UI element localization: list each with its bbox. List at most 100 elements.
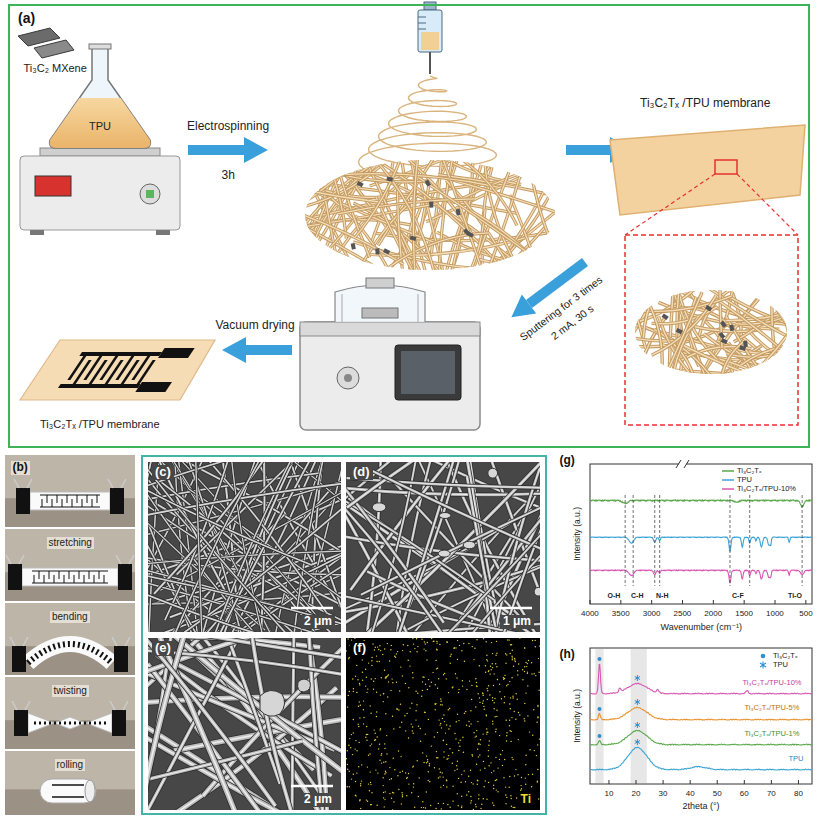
sem-image-part	[350, 747, 351, 748]
sample-photo-part	[82, 499, 83, 507]
sem-image-part	[148, 585, 341, 632]
sem-image-part	[511, 644, 512, 645]
sample-photo-part	[52, 784, 84, 786]
sem-image-part	[450, 656, 451, 657]
sem-image-part	[507, 639, 508, 640]
sem-image-part	[373, 689, 374, 690]
sem-image-part	[371, 660, 372, 661]
sem-image-part	[443, 674, 444, 675]
sem-image-part	[359, 742, 360, 743]
sem-image-part	[381, 755, 382, 756]
sem-image-part	[412, 638, 413, 639]
sem-image-part	[525, 764, 526, 765]
sem-image-part	[441, 727, 442, 728]
sem-image-part	[506, 720, 507, 721]
sem-image-part	[477, 780, 478, 781]
sem-image-part	[471, 782, 472, 783]
sem-image-part	[499, 691, 500, 692]
flask	[50, 44, 151, 148]
sem-image-part	[462, 685, 463, 686]
sem-image-part	[494, 702, 495, 703]
sem-image-part	[370, 804, 371, 805]
scale-bar	[490, 607, 532, 610]
sem-image-part	[352, 754, 353, 755]
mxene-flakes-part	[34, 40, 74, 58]
sem-image-part	[535, 646, 536, 647]
sem-image-part	[353, 732, 354, 733]
sample-photo-part	[129, 555, 134, 564]
sem-image-part	[439, 776, 440, 777]
sem-image-part	[370, 782, 371, 783]
fiber-mat-part	[383, 248, 390, 254]
sem-image-part	[522, 679, 523, 680]
sem-image-part	[420, 741, 421, 742]
sem-image-part	[440, 704, 441, 705]
sample-photo-part	[79, 571, 80, 579]
sem-image-part	[365, 685, 366, 686]
sensor-membrane-part-part	[89, 360, 108, 384]
sem-image-part	[421, 639, 422, 640]
sem-image-part	[387, 696, 388, 697]
sem-image-part	[356, 692, 357, 693]
sem-image-part	[434, 703, 435, 704]
sem-image-part	[438, 803, 439, 804]
sem-image-part	[435, 808, 436, 809]
sem-image-part	[475, 736, 476, 737]
sem-image-part	[411, 703, 412, 704]
sem-image-part	[477, 749, 478, 750]
sem-image-part	[436, 649, 437, 650]
fiber-mat-part	[355, 117, 412, 237]
sem-image-part	[423, 807, 424, 808]
sem-image-part	[493, 685, 494, 686]
axis-title: Intensity (a.u.)	[573, 689, 583, 743]
sem-image-part	[489, 740, 490, 741]
sem-image-part	[537, 717, 538, 718]
fiber-mat-part	[277, 108, 394, 229]
sem-image-part	[491, 642, 492, 643]
sem-image-part	[492, 697, 493, 698]
sem-image-part	[477, 784, 478, 785]
sample-photo	[5, 529, 135, 601]
sem-image-part	[439, 512, 450, 518]
sem-image-part	[362, 680, 363, 681]
sample-photo-part	[42, 499, 43, 507]
sem-image-part	[510, 653, 511, 654]
sem-image-part	[466, 725, 467, 726]
sem-image-part	[401, 803, 402, 804]
sem-image-part	[506, 797, 507, 798]
tick-label: 80	[794, 789, 803, 798]
sem-image-part	[406, 713, 407, 714]
sem-image-part	[496, 779, 497, 780]
sem-image-part	[503, 679, 504, 680]
element-label: Ti	[518, 793, 534, 807]
sputter-coater-part	[342, 294, 343, 322]
ftir-chart-part	[775, 600, 776, 604]
sem-image-part	[517, 670, 518, 671]
sem-image-part	[368, 755, 369, 756]
sem-image-part	[476, 682, 477, 683]
sem-image-part	[536, 755, 537, 756]
sample-photo-part	[89, 571, 90, 579]
sem-image-part	[461, 796, 462, 797]
sem-image-part	[428, 771, 429, 772]
sem-image-part	[362, 672, 363, 673]
xrd-chart-part	[608, 780, 609, 784]
sem-image-part	[534, 673, 535, 674]
xrd-chart-part	[771, 780, 772, 784]
sem-image-part	[480, 808, 481, 809]
sem-image-part	[367, 688, 368, 689]
sem-image-part	[366, 692, 367, 693]
sem-image-part	[512, 696, 513, 697]
sem-image-part	[384, 648, 385, 649]
sem-image-part	[493, 785, 494, 786]
sem-image-part	[497, 791, 498, 792]
sem-image-part	[538, 798, 539, 799]
sem-image-part	[505, 803, 506, 804]
sem-image-part	[377, 736, 378, 737]
sem-image-part	[466, 794, 467, 795]
sample-photo-part	[28, 713, 112, 733]
fiber-mat-part	[471, 139, 531, 313]
ftir-chart-part	[713, 600, 714, 604]
sem-image-part	[415, 691, 416, 692]
sem-image-part	[370, 771, 371, 772]
